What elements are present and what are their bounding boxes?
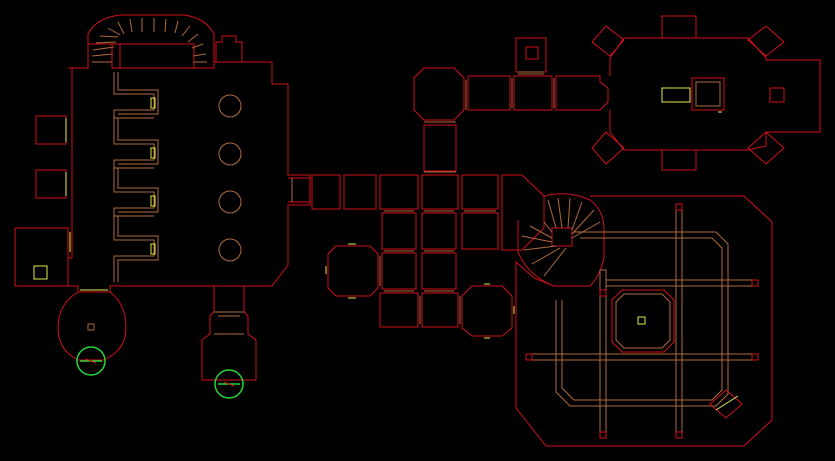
center-item: [637, 316, 646, 325]
grid-door-markers: [325, 243, 515, 339]
beam-ends: [525, 203, 759, 439]
grid-b1: [381, 252, 417, 290]
south-corridor-steps: [214, 311, 244, 335]
se-diamond-pad: [709, 389, 743, 419]
west-hall-wall: [67, 43, 311, 293]
temple-south-annex: [661, 149, 697, 171]
hall-step-channels: [113, 72, 159, 282]
east-doorway: [288, 177, 310, 203]
corridor-cell-1: [311, 174, 341, 210]
temple-altar-inner: [695, 81, 721, 107]
grid-a1: [381, 212, 417, 250]
corridor-cell-5: [461, 174, 499, 210]
courtyard-center-octagon: [611, 289, 675, 353]
hall-switches: [150, 97, 156, 255]
sw-round-chamber: [57, 291, 127, 361]
ne-niche-inner: [525, 46, 539, 60]
ne-niche: [515, 37, 547, 73]
southwest-room: [14, 227, 69, 287]
courtyard-ring-inner: [561, 237, 723, 401]
west-box-2: [35, 169, 67, 199]
corridor-cell-2: [343, 174, 377, 210]
stair-tower-steps: [521, 197, 601, 277]
player-marker-west[interactable]: [76, 346, 106, 376]
temple-east-pad: [769, 87, 785, 103]
temple-altar-item: [661, 87, 691, 103]
north-stair-steps: [91, 18, 207, 63]
grid-c2: [421, 292, 459, 328]
courtyard-wall: [515, 195, 773, 447]
beam-v-east: [675, 203, 683, 439]
grid-b2: [421, 252, 457, 290]
courtyard-ring-outer: [555, 231, 729, 407]
beam-h-south: [525, 353, 759, 361]
grid-a2: [421, 212, 457, 250]
grid-west-octagon: [327, 245, 379, 297]
ne-corridor-1: [467, 75, 511, 111]
ne-corridor-2: [513, 75, 553, 111]
sw-chamber-item: [87, 323, 95, 331]
ne-temple: [591, 15, 821, 171]
se-exit-marker: [715, 395, 739, 411]
player-marker-south[interactable]: [214, 369, 244, 399]
north-link: [423, 124, 457, 172]
north-stair-turret: [87, 14, 215, 68]
center-octagon-inner: [615, 293, 671, 349]
stair-landing: [111, 43, 195, 69]
north-octagon-steps: [424, 80, 467, 173]
north-alcove: [215, 35, 243, 62]
west-building: [14, 14, 311, 381]
se-courtyard: [515, 193, 773, 447]
corridor-cell-6: [501, 174, 545, 251]
temple-north-annex: [661, 15, 697, 39]
central-corridor: [311, 37, 609, 339]
south-corridor: [201, 286, 257, 381]
temple-wall: [609, 37, 821, 151]
temple-tower-ne: [747, 25, 785, 57]
temple-altar: [691, 77, 725, 111]
courtyard-stair-tower: [517, 193, 605, 287]
temple-tower-nw: [591, 25, 625, 57]
ne-corridor-3: [555, 75, 609, 111]
temple-tower-se: [747, 131, 785, 165]
temple-tower-sw: [591, 131, 625, 165]
grid-south-octagon: [461, 285, 513, 337]
west-box-1: [35, 115, 67, 145]
corridor-cell-3: [379, 174, 419, 210]
grid-c1: [379, 292, 419, 328]
grid-a3: [461, 212, 499, 250]
hall-pillars: [218, 94, 242, 262]
southwest-item: [33, 265, 48, 280]
stair-tower-core: [551, 227, 573, 247]
corridor-cell-4: [421, 174, 459, 210]
grid-steps: [379, 210, 496, 324]
ne-corridor-steps: [511, 71, 555, 108]
north-octagon: [413, 67, 465, 121]
